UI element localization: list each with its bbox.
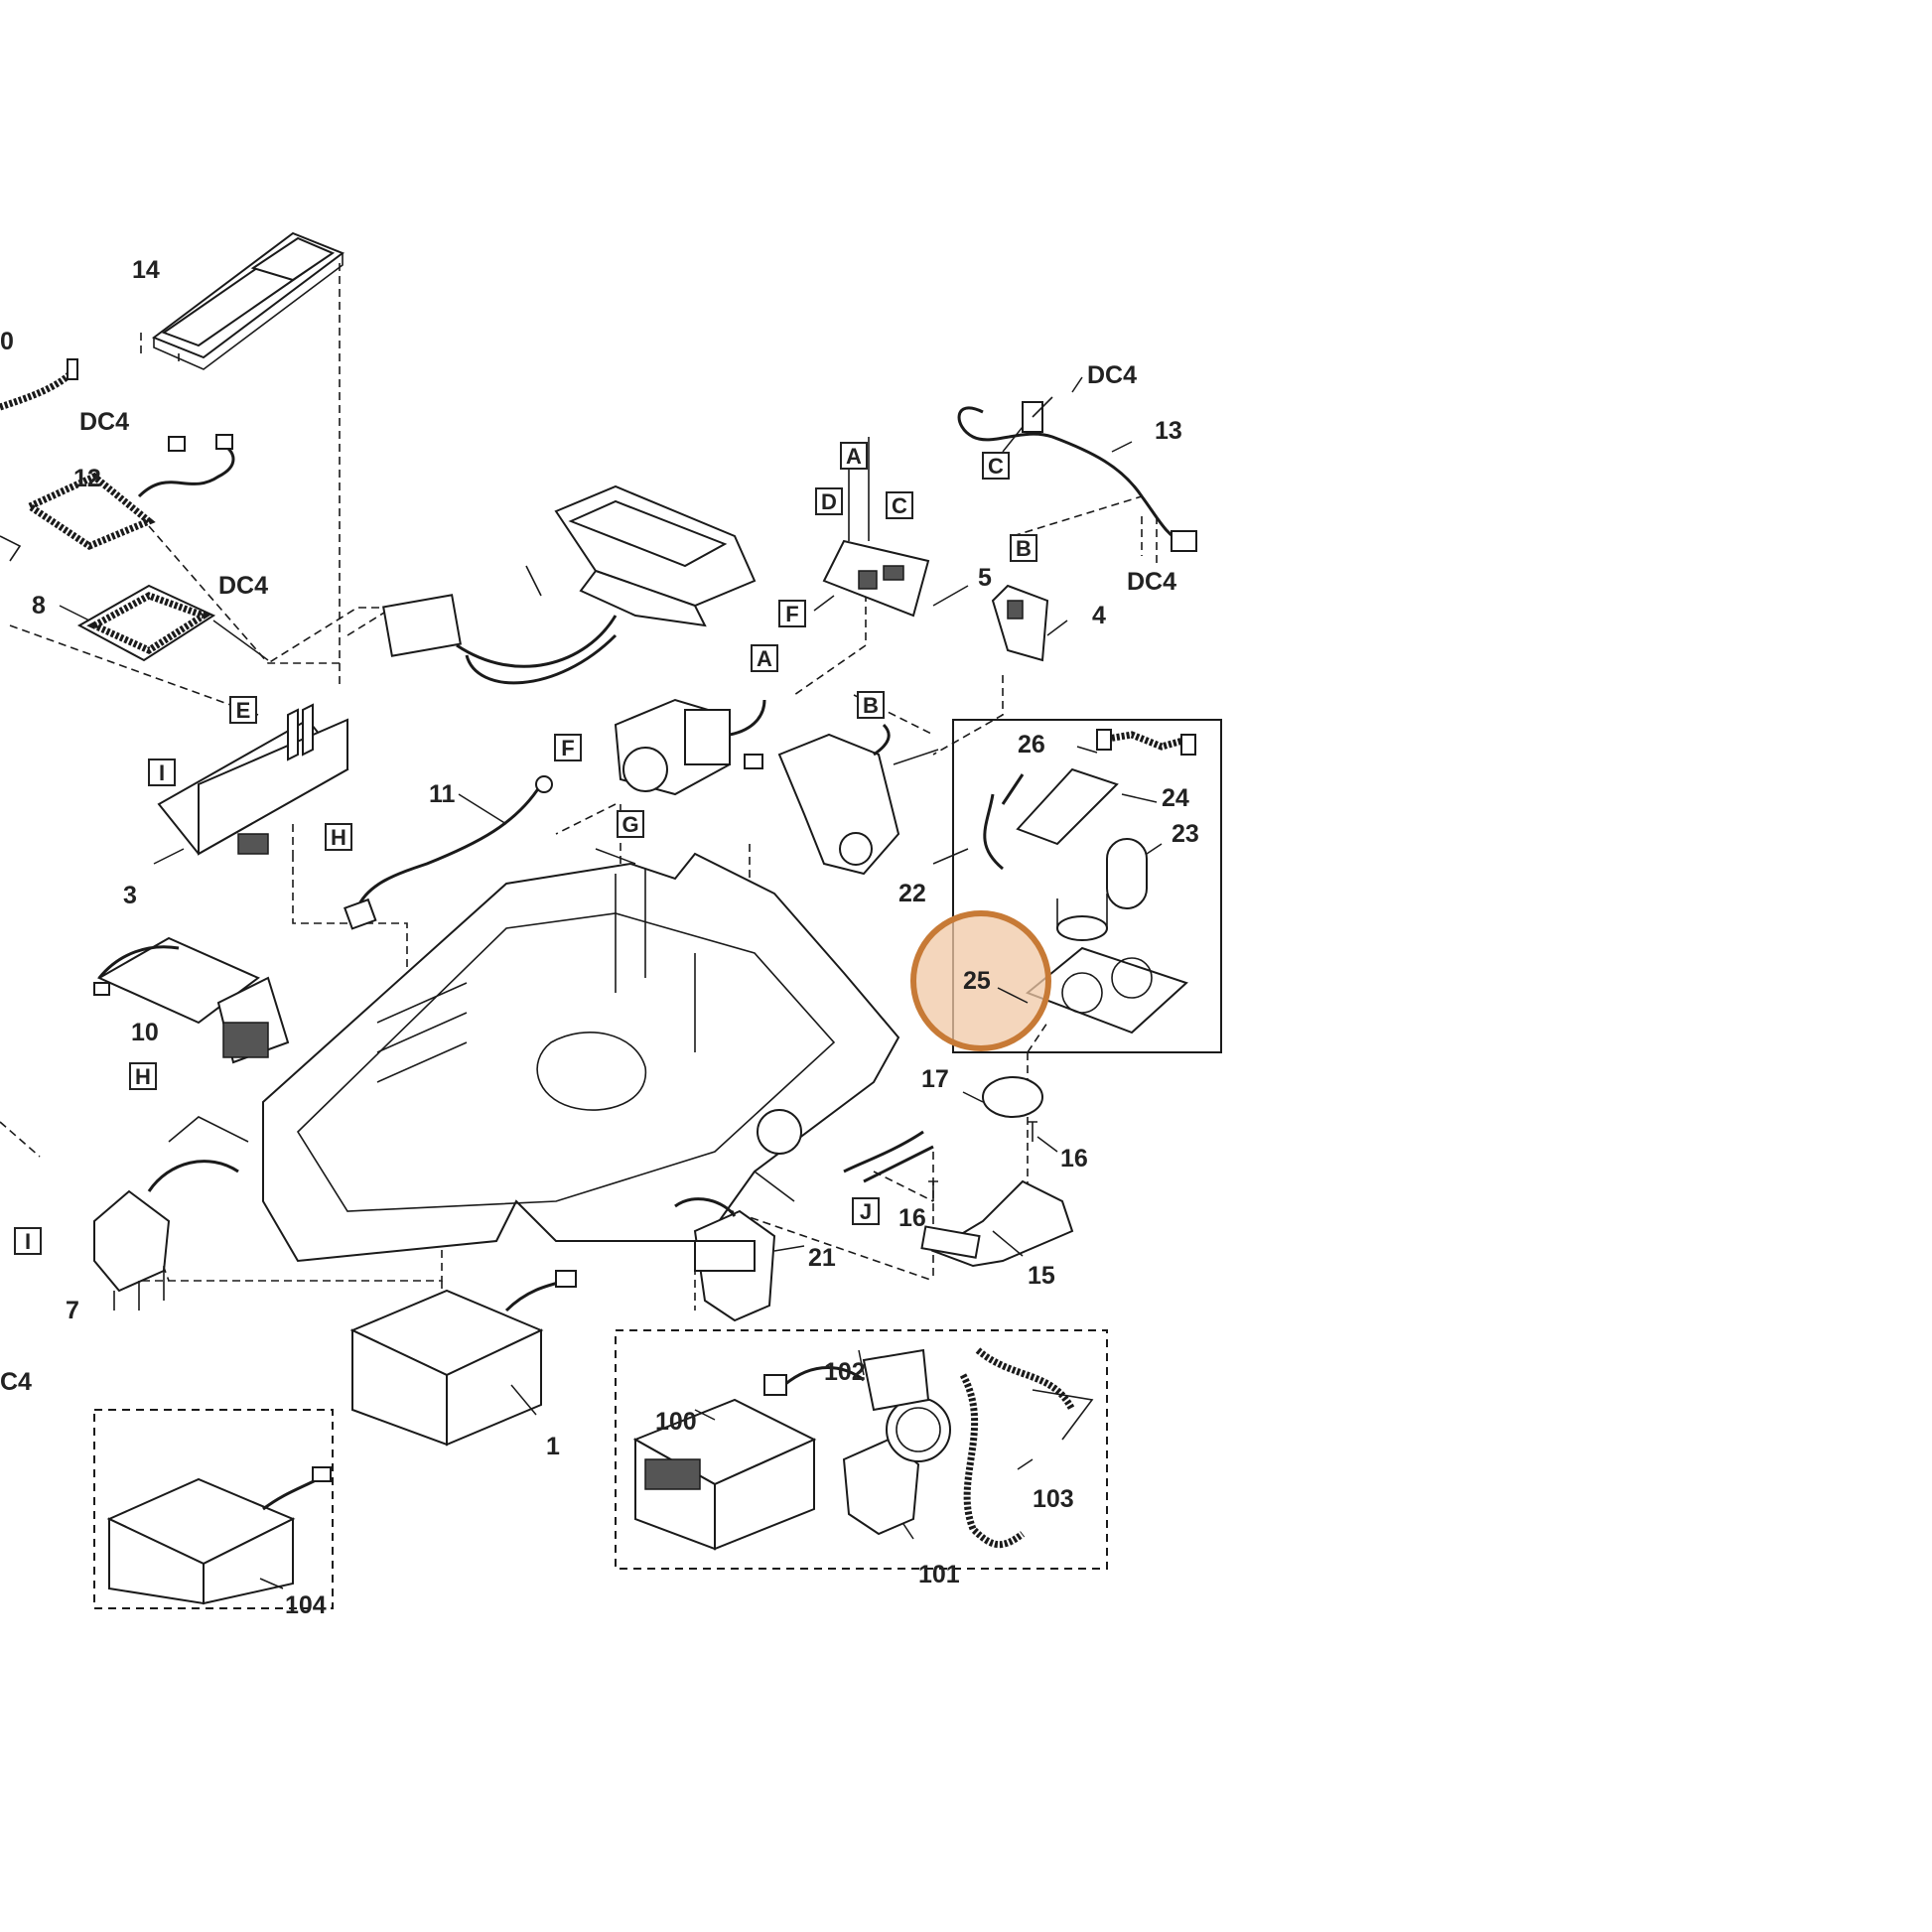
part-7-mount: [93, 1116, 249, 1311]
label-8: 8: [32, 592, 46, 620]
svg-text:G: G: [621, 812, 638, 837]
part-21-sensor: [674, 1197, 805, 1322]
part-3-bracket: [153, 703, 349, 865]
display-unit: [382, 484, 757, 685]
svg-text:H: H: [135, 1064, 151, 1089]
connector-b-1: B: [1010, 534, 1037, 562]
cable-j: [843, 1130, 934, 1183]
connector-h-1: H: [325, 823, 352, 851]
label-5: 5: [978, 564, 992, 592]
part-13-harness: [957, 376, 1197, 552]
svg-text:F: F: [561, 736, 574, 760]
board-5: [813, 437, 969, 618]
part-1-battery: [349, 1270, 577, 1447]
label-dc4-d: DC4: [1127, 568, 1176, 596]
label-25: 25: [963, 967, 991, 995]
connector-j-1: J: [852, 1197, 880, 1225]
label-13: 13: [1155, 417, 1182, 445]
connector-i-1: I: [148, 759, 176, 786]
label-0: 0: [0, 328, 14, 355]
label-14: 14: [132, 256, 160, 284]
connector-g-1: G: [617, 810, 644, 838]
part-number-labels: 0 14 DC4 12 DC4 8 3 10 7 C4 11 1 104 21 …: [0, 256, 1199, 1619]
svg-text:C: C: [988, 454, 1004, 479]
connector-a-2: A: [751, 644, 778, 672]
svg-text:C: C: [892, 493, 907, 518]
label-100: 100: [655, 1408, 697, 1436]
part-17-disc: [962, 1076, 1043, 1118]
connector-i-2: I: [14, 1227, 42, 1255]
connector-h-2: H: [129, 1062, 157, 1090]
label-4: 4: [1092, 602, 1106, 629]
svg-text:A: A: [757, 646, 772, 671]
svg-text:E: E: [236, 698, 251, 723]
connector-c-1: C: [886, 491, 913, 519]
label-26: 26: [1018, 731, 1045, 759]
part-14-cover: [151, 231, 345, 370]
label-22: 22: [898, 880, 926, 907]
part-104-battery: [93, 1409, 334, 1609]
label-103: 103: [1033, 1485, 1074, 1513]
part-11-cable: [344, 775, 553, 930]
svg-text:B: B: [1016, 536, 1032, 561]
label-102: 102: [824, 1358, 866, 1386]
connector-e-1: E: [229, 696, 257, 724]
label-104: 104: [285, 1591, 327, 1619]
svg-text:B: B: [863, 693, 879, 718]
drive-motor-a: [614, 698, 766, 796]
connector-c-2: C: [982, 452, 1010, 480]
svg-text:I: I: [25, 1229, 31, 1254]
label-3: 3: [123, 882, 137, 909]
label-c4-e: C4: [0, 1368, 32, 1396]
label-12: 12: [73, 465, 101, 492]
label-dc4-c: DC4: [1087, 361, 1137, 389]
label-101: 101: [918, 1561, 960, 1588]
label-11: 11: [429, 780, 456, 808]
label-23: 23: [1172, 820, 1199, 848]
label-1: 1: [546, 1433, 560, 1460]
parts-100-103-kit: [615, 1329, 1108, 1570]
label-dc4-b: DC4: [218, 572, 268, 600]
label-17: 17: [921, 1065, 949, 1093]
part-16-screws: [928, 1121, 1058, 1201]
svg-text:D: D: [821, 489, 837, 514]
connector-d-1: D: [815, 487, 843, 515]
part-10-gearbox: [93, 936, 290, 1064]
label-dc4-a: DC4: [79, 408, 129, 436]
svg-text:F: F: [785, 602, 798, 626]
svg-text:I: I: [159, 760, 165, 785]
connector-a-1: A: [840, 442, 868, 470]
svg-text:A: A: [846, 444, 862, 469]
main-chassis: [262, 848, 900, 1263]
label-7: 7: [66, 1297, 79, 1324]
label-15: 15: [1028, 1262, 1055, 1290]
label-24: 24: [1162, 784, 1189, 812]
part-12-ribbon-cable: [0, 358, 235, 562]
drive-motor-b: [777, 723, 939, 876]
parts-22-26-group: [932, 719, 1222, 1053]
svg-text:J: J: [860, 1199, 872, 1224]
board-4: [991, 584, 1068, 662]
label-21: 21: [808, 1244, 836, 1272]
connector-f-2: F: [554, 734, 582, 761]
connector-letter-boxes: A D C F A B C B F G E I H H I J: [14, 442, 1037, 1255]
part-8-board: [59, 584, 269, 662]
part-15-bracket: [920, 1179, 1074, 1268]
label-16-a: 16: [1060, 1145, 1088, 1173]
label-10: 10: [131, 1019, 159, 1046]
label-16-b: 16: [898, 1204, 926, 1232]
connector-b-2: B: [857, 691, 885, 719]
highlight-25: [910, 910, 1051, 1051]
connector-f-1: F: [778, 600, 806, 627]
svg-text:H: H: [331, 825, 346, 850]
